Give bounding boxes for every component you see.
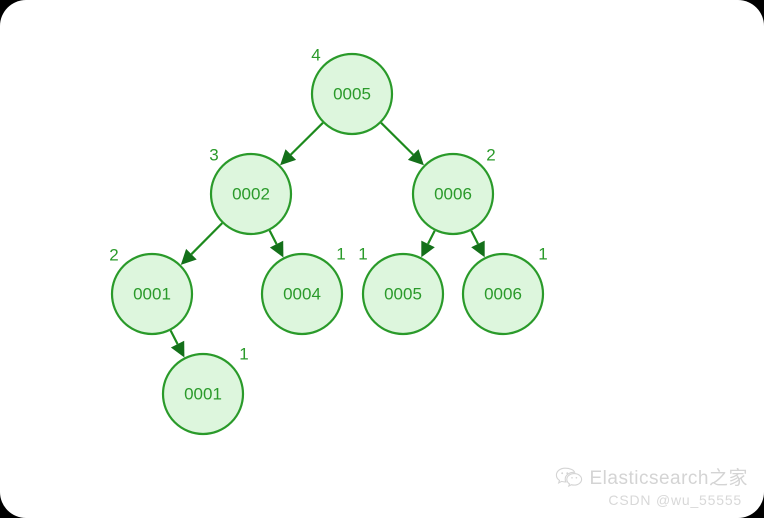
arrow-head-icon [471, 240, 485, 258]
node-layer: 0005 4 0002 3 0006 2 0001 2 0004 1 0005 1 0006 1 0001 1 [109, 45, 548, 436]
tree-edge [380, 122, 424, 166]
edge-line [268, 229, 278, 245]
watermark-title: Elasticsearch之家 [589, 468, 748, 489]
node-label: 0001 [133, 284, 171, 303]
node-count-label: 1 [239, 344, 248, 363]
edge-line [290, 122, 324, 156]
tree-node[interactable]: 0005 4 [310, 45, 394, 136]
tree-edge [169, 329, 185, 358]
edge-line [169, 329, 179, 345]
tree-node[interactable]: 0004 1 [260, 244, 346, 336]
node-circle[interactable] [310, 52, 394, 136]
watermark-top-row: Elasticsearch之家 [555, 463, 749, 490]
edge-line [470, 230, 479, 245]
edge-line [427, 230, 436, 245]
arrow-head-icon [407, 149, 424, 166]
node-label: 0006 [434, 184, 472, 203]
node-label: 0001 [184, 384, 222, 403]
node-label: 0002 [232, 184, 270, 203]
node-circle[interactable] [110, 252, 194, 336]
arrow-head-icon [421, 240, 435, 258]
tree-edge [280, 122, 324, 166]
tree-node[interactable]: 0002 3 [209, 145, 293, 236]
tree-edge [268, 229, 284, 258]
tree-edge [421, 230, 436, 258]
node-circle[interactable] [161, 352, 245, 436]
watermark-subtitle: CSDN @wu_55555 [608, 492, 742, 508]
edge-line [380, 122, 414, 156]
tree-node[interactable]: 0001 2 [109, 245, 194, 336]
edge-layer [169, 122, 485, 358]
node-circle[interactable] [361, 252, 445, 336]
node-circle[interactable] [461, 252, 545, 336]
node-count-label: 4 [311, 45, 320, 64]
watermark: Elasticsearch之家 CSDN @wu_55555 [555, 463, 749, 508]
node-circle[interactable] [411, 152, 495, 236]
node-count-label: 1 [336, 244, 345, 263]
node-label: 0005 [384, 284, 422, 303]
tree-node[interactable]: 0006 2 [411, 145, 496, 236]
tree-node[interactable]: 0006 1 [461, 244, 548, 336]
node-count-label: 1 [358, 244, 367, 263]
node-label: 0005 [333, 84, 371, 103]
node-count-label: 1 [538, 244, 547, 263]
tree-edge [470, 230, 485, 258]
node-count-label: 3 [209, 145, 218, 164]
arrow-head-icon [170, 340, 185, 358]
node-count-label: 2 [486, 145, 495, 164]
node-circle[interactable] [209, 152, 293, 236]
arrow-head-icon [280, 149, 297, 166]
tree-node[interactable]: 0001 1 [161, 344, 249, 436]
node-count-label: 2 [109, 245, 118, 264]
arrow-head-icon [180, 248, 197, 265]
node-label: 0006 [484, 284, 522, 303]
node-label: 0004 [283, 284, 321, 303]
tree-node[interactable]: 0005 1 [358, 244, 445, 336]
arrow-head-icon [269, 240, 284, 258]
node-circle[interactable] [260, 252, 344, 336]
edge-line [190, 222, 223, 255]
wechat-icon [555, 467, 582, 487]
tree-edge [180, 222, 223, 265]
